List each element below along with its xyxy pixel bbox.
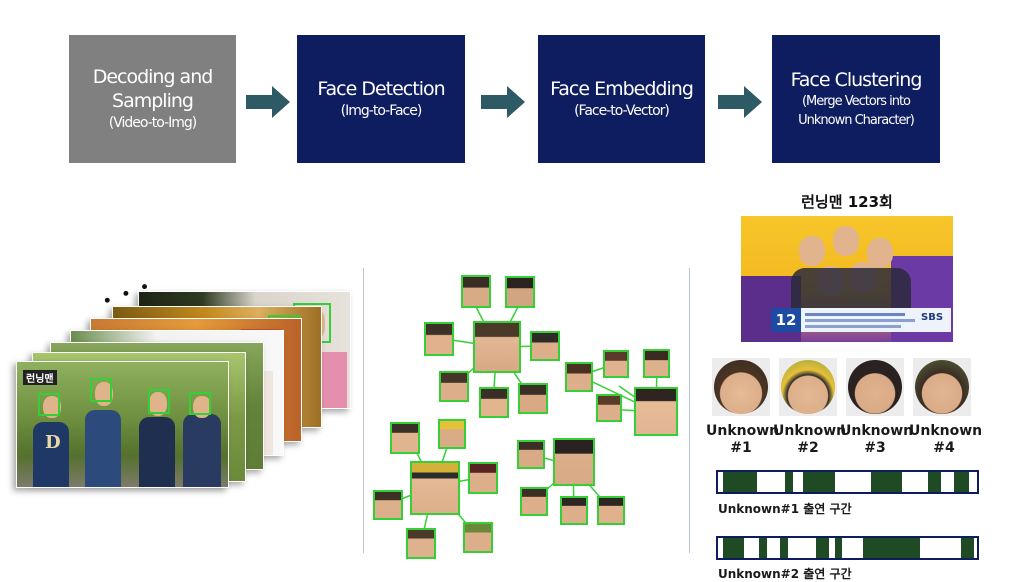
step-subtitle: (Img-to-Face) [340,103,423,119]
face-detection-box [148,389,170,414]
step-subtitle: (Merge Vectors into [801,94,911,109]
episode-title: 런닝맨 123회 [801,193,893,211]
face-thumbnail [468,462,498,494]
appearance-segment [759,538,768,558]
appearance-segment [961,538,975,558]
video-frame-front: 런닝맨 D [16,361,229,488]
unknown-avatar-2 [779,358,837,416]
face-detection-box [189,392,211,415]
face-thumbnail [560,496,588,525]
timeline-bar-unknown-2 [716,536,979,560]
unknown-label-3: Unknown#3 [840,423,914,456]
appearance-segment [785,472,794,492]
face-thumbnail [634,387,678,436]
face-thumbnail [518,383,548,414]
face-thumbnail [597,496,625,525]
channel-number: 12 [771,308,801,332]
appearance-segment [723,472,757,492]
unknown-avatar-3 [846,358,904,416]
step-title: Sampling [112,90,194,112]
appearance-segment [780,538,788,558]
step-title: Face Detection [317,78,445,100]
unknown-label-4: Unknown#4 [909,423,983,456]
step-title: Face Embedding [550,78,694,100]
unknown-avatar-4 [913,358,971,416]
step-subtitle: Unknown Character) [798,113,915,128]
episode-thumbnail: 12 SBS [741,216,953,342]
face-thumbnail [439,371,469,402]
face-thumbnail [463,522,493,553]
appearance-segment [927,472,941,492]
section-divider [689,268,690,553]
appearance-segment [870,472,902,492]
face-thumbnail [406,528,436,559]
face-thumbnail [424,322,454,356]
arrow-right-icon [481,86,525,118]
step-title: Face Clustering [790,69,923,91]
appearance-segment [803,472,835,492]
unknown-avatar-1 [712,358,770,416]
appearance-segment [953,472,970,492]
face-detection-box [38,393,60,416]
face-thumbnail [553,438,595,486]
face-thumbnail [565,362,593,392]
timeline-bar-unknown-1 [716,470,979,494]
face-thumbnail [473,321,521,373]
appearance-segment [863,538,920,558]
section-divider [363,268,364,553]
face-thumbnail [479,387,509,418]
broadcaster-logo: SBS [921,312,944,323]
appearance-segment [834,538,843,558]
appearance-segment [723,538,744,558]
timeline-label-unknown-1: Unknown#1 출연 구간 [718,502,852,516]
step-face-clustering-box: Face Clustering (Merge Vectors into Unkn… [772,35,940,163]
face-thumbnail [505,276,535,308]
face-thumbnail [596,394,622,422]
unknown-label-2: Unknown#2 [773,423,847,456]
face-thumbnail [520,487,548,516]
appearance-segment [816,538,830,558]
face-thumbnail [643,349,670,378]
face-detection-box [90,378,112,402]
step-decoding-box: Decoding and Sampling (Video-to-Img) [69,35,236,163]
face-thumbnail [517,440,545,469]
step-face-detection-box: Face Detection (Img-to-Face) [297,35,465,163]
arrow-right-icon [246,86,290,118]
timeline-label-unknown-2: Unknown#2 출연 구간 [718,567,852,581]
face-thumbnail [530,331,560,361]
face-thumbnail [461,275,491,308]
unknown-label-1: Unknown#1 [706,423,780,456]
face-thumbnail [438,419,466,449]
tv-caption-bar: 12 SBS [771,308,951,332]
step-subtitle: (Face-to-Vector) [574,103,670,119]
step-title: Decoding and [92,66,214,88]
face-thumbnail [410,461,460,515]
step-face-embedding-box: Face Embedding (Face-to-Vector) [538,35,705,163]
face-thumbnail [373,490,403,520]
face-thumbnail [603,350,629,378]
face-thumbnail [390,422,420,454]
arrow-right-icon [718,86,762,118]
step-subtitle: (Video-to-Img) [108,115,197,131]
